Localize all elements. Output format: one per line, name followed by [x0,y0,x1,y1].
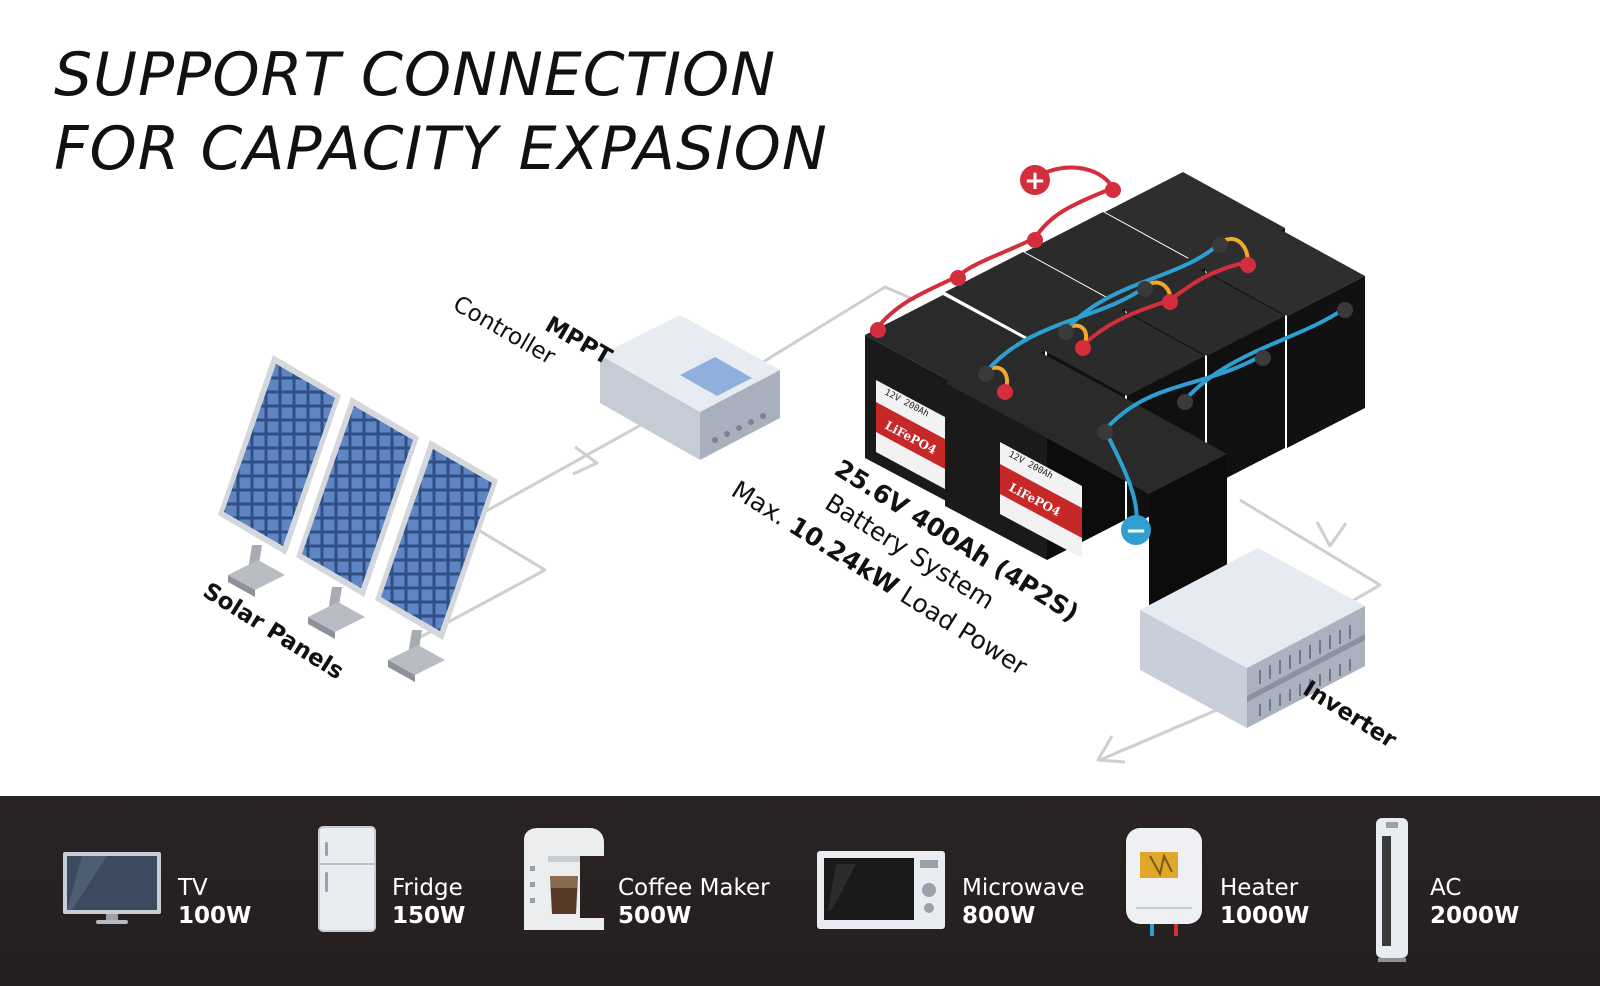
ac-watt: 2000W [1430,903,1520,929]
ac-icon [1372,816,1412,969]
terminals [870,182,1353,440]
ac-name: AC [1430,875,1462,901]
coffee-maker-watt: 500W [618,903,692,929]
positive-terminal-badge: + [1020,165,1050,196]
coffee-maker-icon [520,826,606,937]
negative-terminal-badge: − [1121,515,1151,546]
solar-panel-1 [218,355,341,597]
line-panels-to-mppt [469,418,651,522]
tv-watt: 100W [178,903,252,929]
inverter [1140,548,1365,728]
positive-sign: + [1024,166,1046,196]
arrow-inverter-out [1096,735,1126,764]
arrow-panels-to-mppt [572,445,599,476]
fridge-name: Fridge [392,875,463,901]
negative-sign: − [1125,516,1147,546]
headline: SUPPORT CONNECTION FOR CAPACITY EXPASION [54,38,828,186]
solar-panels [218,355,498,682]
microwave-name: Microwave [962,875,1085,901]
microwave-icon [816,850,946,935]
heater-watt: 1000W [1220,903,1310,929]
tv-icon [62,850,162,935]
mppt-screen [680,357,752,396]
line-panels-bottom [414,523,547,642]
mppt-controller [600,315,780,460]
fridge-icon [318,826,376,937]
tv-name: TV [178,875,208,901]
solar-panel-2 [296,397,419,639]
appliance-bar: TV 100W Fridge 150W [0,796,1600,986]
fridge-watt: 150W [392,903,466,929]
microwave-watt: 800W [962,903,1036,929]
arrow-battery-down [1315,521,1348,548]
solar-panel-3 [375,440,498,682]
heater-name: Heater [1220,875,1299,901]
battery-bank: 12V 200Ah LiFePO4 12V 200Ah LiFePO4 [865,165,1365,616]
battery-back-2 [1185,220,1365,448]
coffee-maker-name: Coffee Maker [618,875,770,901]
line-mppt-to-battery [749,285,916,372]
headline-line-1: SUPPORT CONNECTION [54,40,777,110]
heater-icon [1124,826,1204,943]
headline-line-2: FOR CAPACITY EXPASION [54,114,828,184]
